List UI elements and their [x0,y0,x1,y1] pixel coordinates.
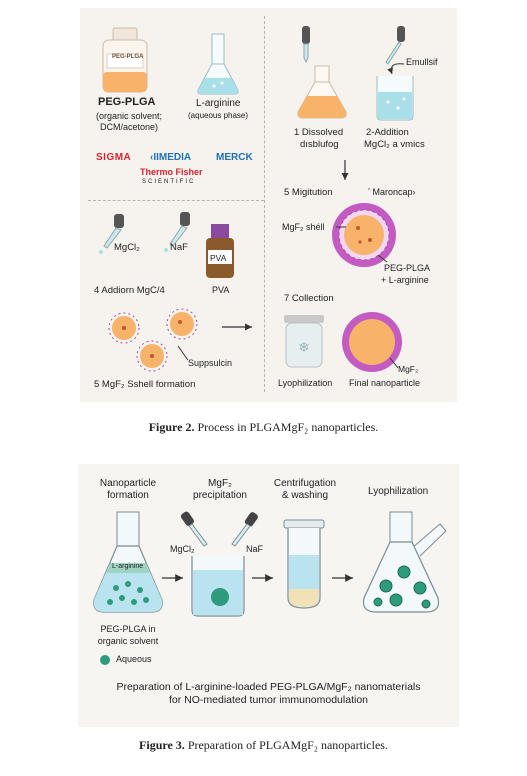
fig3-header-4: Lyophilization [368,486,429,497]
pva-bottle-icon [206,224,234,278]
naf-dropper-icon [164,212,190,252]
pva-bottle-label: PVA [210,253,227,263]
step2-label: 2-Addition [366,127,409,138]
mgcl2-dropper-icon [99,214,124,254]
figure-3-caption: Figure 3. Preparation of PLGAMgF₂ nanopa… [139,738,388,752]
emulsif-label: Emullsif [406,57,438,67]
nanoparticle-cluster-icon [108,308,198,372]
fig3-peg-plga-label-2: organic solvent [97,636,159,646]
figure-2-caption: Figure 2. Process in PLGAMgF₂ nanopartic… [148,420,379,434]
fig3-aqueous-label: Aqueous [116,654,152,664]
lyophilization-label: Lyophilization [278,378,333,388]
core-shell-nanoparticle-icon [332,203,396,267]
lyophilization-bottle-icon: ❄ [284,315,324,368]
fig3-header-3a: Centrifugation [273,478,337,489]
fig3-naf-label: NaF [246,544,264,554]
naf-label: NaF [170,242,188,253]
dissolve-flask-icon [297,26,347,119]
centrifuge-tube-icon [283,519,325,609]
l-arginine-tube-icon [197,33,239,95]
l-arginine-title: L-arginine [196,98,241,109]
logo-thermo-sub: SCIENTIFIC [142,179,196,185]
peg-plga-sub1: (organic solvent; [96,111,163,121]
fig3-header-3b: & washing [281,490,329,501]
step1-sub: dısblufog [300,139,339,150]
fig3-header-1a: Nanoparticle [99,478,157,489]
suppsulcin-label: Suppsulcin [188,358,233,368]
logo-merck: MERCK [216,152,253,163]
fig3-summary-2: for NO-mediated tumor immunomodulation [169,694,368,706]
svg-text:❄: ❄ [298,339,310,355]
logo-media: ‹IIMEDIA [150,152,192,163]
final-nanoparticle-label: Final nanoparticle [349,378,421,388]
panel-divider-horizontal [88,200,264,201]
aqueous-legend-dot [100,655,110,665]
step4-label: 4 Addiorn MgC/4 [94,285,165,296]
step5-migitution: 5 Migitution [284,187,333,198]
fig3-summary-1: Preparation of L-arginine-loaded PEG-PLG… [116,681,421,693]
bottle-label: PEG-PLGA [112,54,144,60]
l-arginine-sub: (aqueous phase) [188,111,249,120]
fig3-header-2b: precipitation [193,490,247,501]
fig3-l-arginine-label: L-arginine [112,563,144,570]
mgf2-shell-label: MgF₂ shéll [282,222,325,232]
pva-label: PVA [212,285,230,295]
step7-label: 7 Collection [284,293,334,304]
naf-dropper-icon-3 [231,512,258,547]
peg-label-1: PEG-PLGA [384,263,431,273]
peg-plga-bottle-icon [102,27,148,93]
panel-divider [264,16,265,392]
final-nanoparticle-icon [342,312,402,372]
precipitation-beaker-icon [191,556,245,617]
fig3-header-1b: formation [107,490,149,501]
peg-label-2: + L-arginine [381,275,429,285]
mgcl2-dropper-icon-3 [180,511,208,547]
mgf2-label: MgF₂ [398,364,419,374]
addition-beaker-icon [376,26,414,121]
fig3-peg-plga-label-1: PEG-PLGA in [100,624,156,634]
fig3-mgcl2-label: MgCl₂ [170,544,195,554]
step5-shell-label: 5 MgF₂ Sshell formation [94,379,196,390]
mgcl2-label: MgCl₂ [114,242,140,253]
logo-thermo: Thermo Fisher [140,167,203,177]
formation-flask-icon [93,511,163,613]
logo-sigma: SIGMA [96,152,132,163]
fig3-header-2a: MgF₂ [208,478,232,489]
step1-label: 1 Dissolved [294,127,344,138]
maroncap-label: ʼ Maroncap› [368,187,416,197]
step2-sub: MgCl₂ a vmics [364,139,425,150]
peg-plga-title: PEG-PLGA [98,96,156,108]
lyophilization-flask-icon [362,511,447,613]
peg-plga-sub2: DCM/acetone) [100,122,159,132]
